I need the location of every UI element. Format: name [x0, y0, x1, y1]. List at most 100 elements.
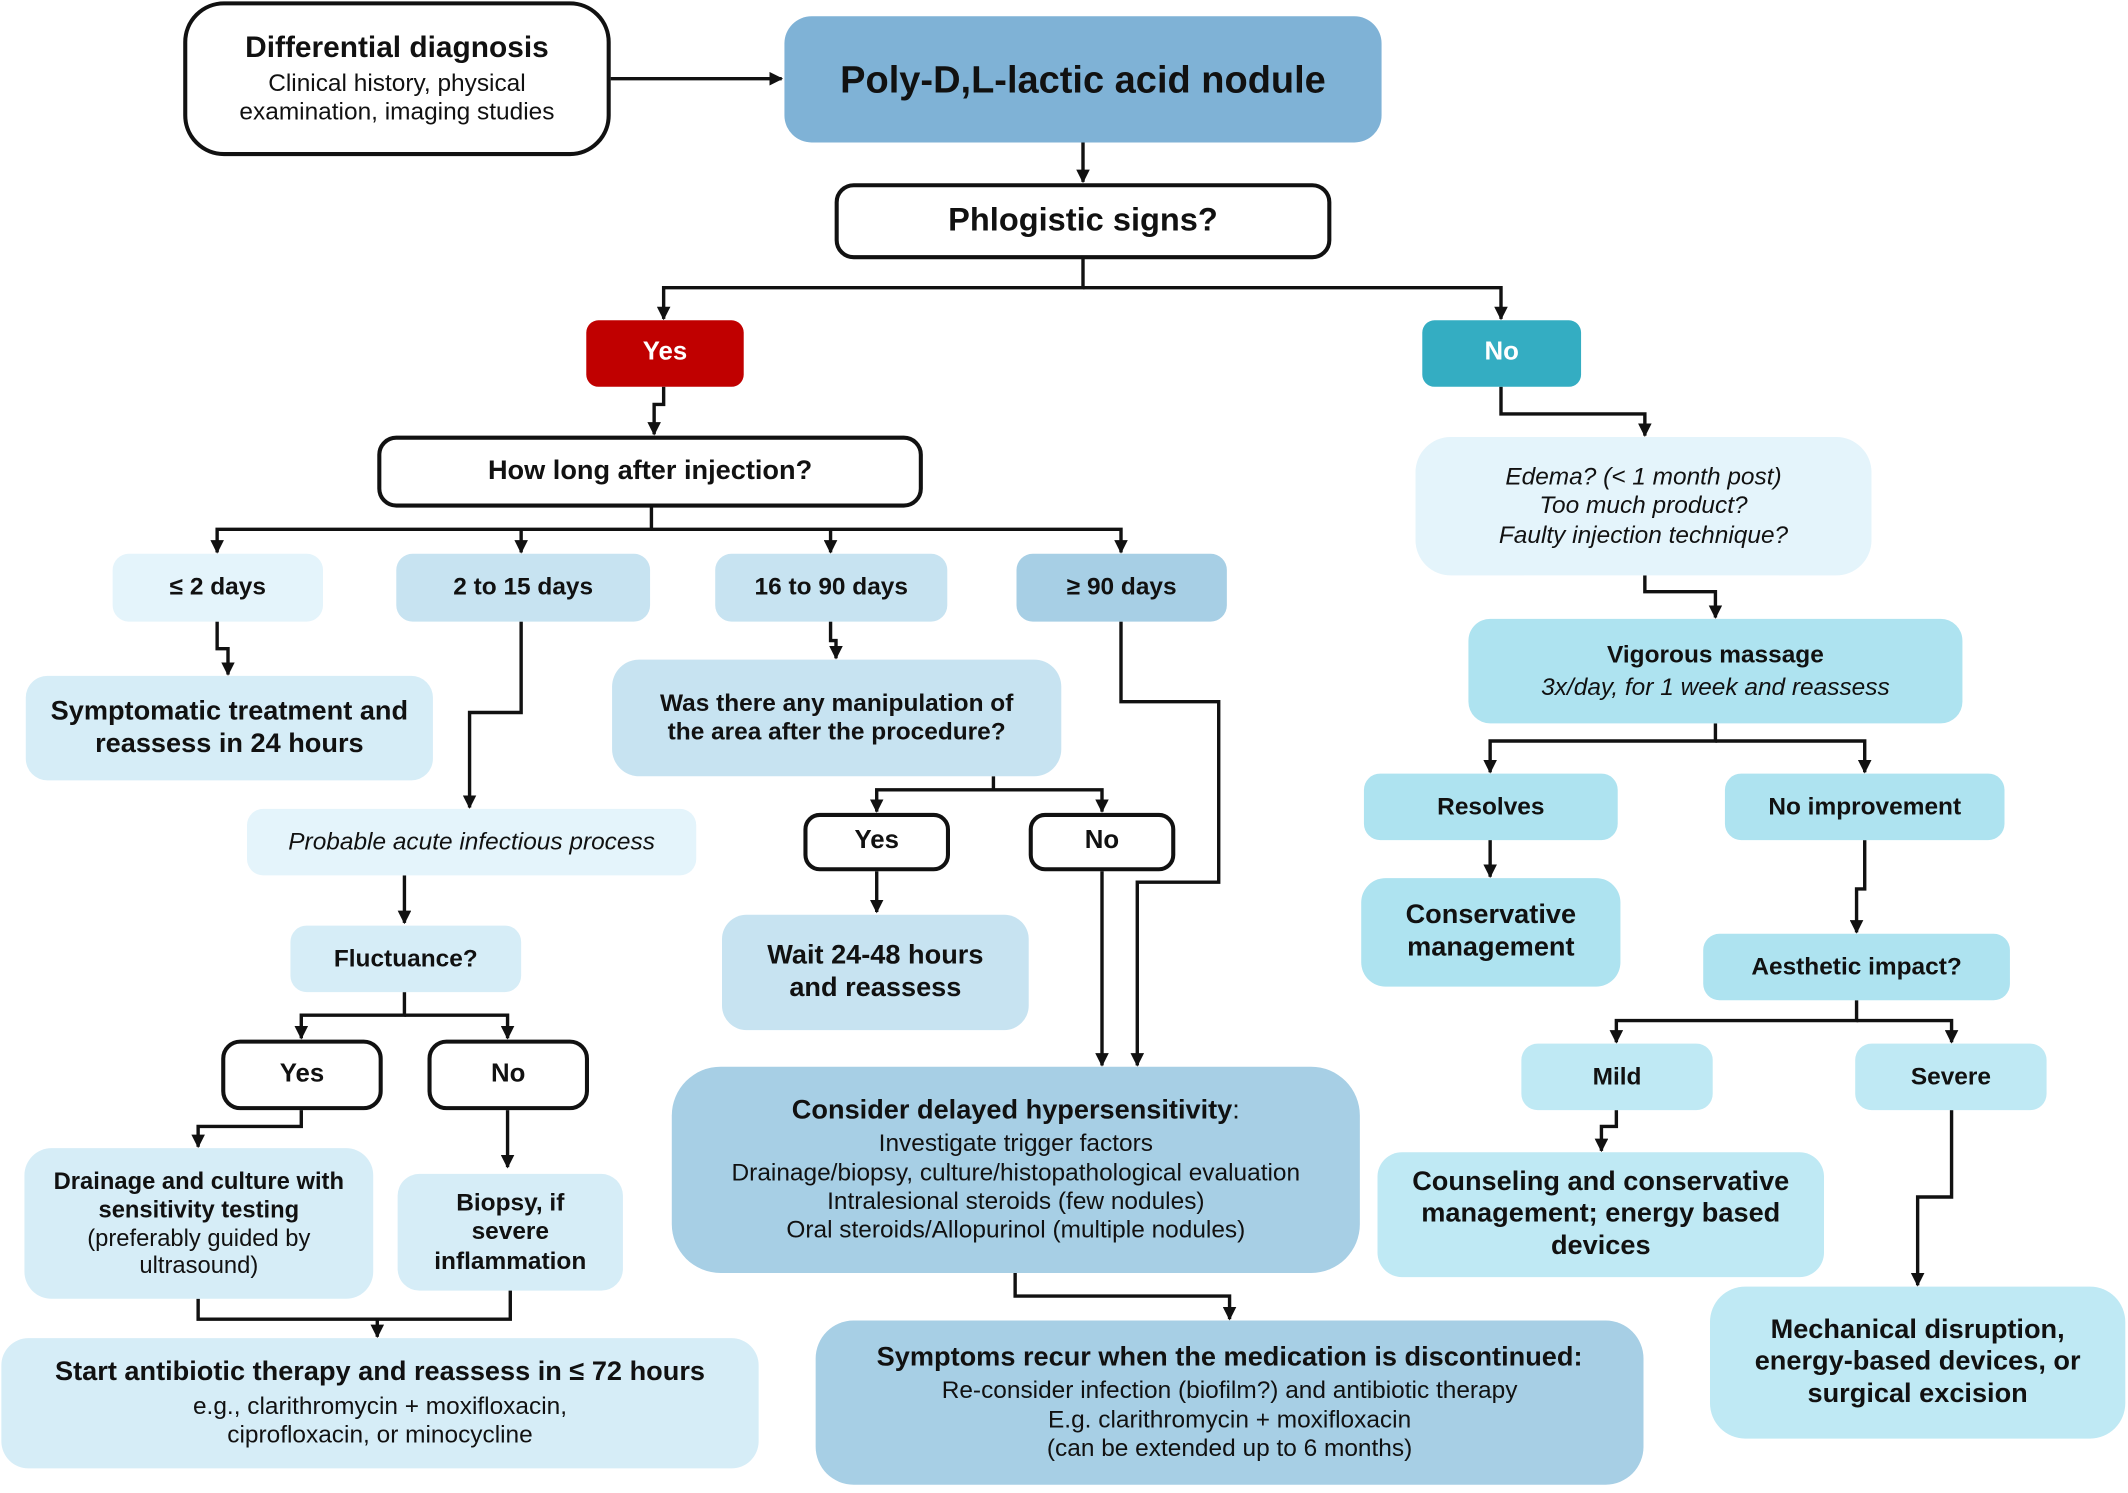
hypersensitivity-line1: Investigate trigger factors [878, 1129, 1153, 1157]
fluctuance-label: Fluctuance? [333, 944, 478, 972]
hypersensitivity-heading: Consider delayed hypersensitivity: [792, 1095, 1240, 1127]
antibiotic-title: Start antibiotic therapy and reassess in… [55, 1357, 705, 1387]
no-improvement-box: No improvement [1724, 773, 2005, 841]
drainage-culture-box: Drainage and culture with sensitivity te… [24, 1148, 374, 1299]
arrow-aesthetic-mild [1609, 1000, 1859, 1044]
manipulation-question-box: Was there any manipulation of the area a… [612, 659, 1062, 777]
hypersensitivity-line3: Intralesional steroids (few nodules) [827, 1187, 1205, 1215]
wait-reassess-text: Wait 24-48 hours and reassess [767, 940, 984, 1003]
phlogistic-signs-label: Phlogistic signs? [948, 202, 1218, 239]
wait-reassess-box: Wait 24-48 hours and reassess [722, 914, 1029, 1031]
no-label: No [1484, 338, 1519, 367]
arrow-fluct-yes [294, 992, 407, 1040]
manipulation-no-box: No [1028, 812, 1176, 872]
how-long-box: How long after injection? [377, 435, 923, 508]
conservative-management-box: Conservative management [1361, 878, 1621, 987]
arrow-to-yes [656, 257, 1085, 321]
arrow-yes-howlong [647, 386, 666, 436]
duration-16-90days-label: 16 to 90 days [754, 573, 908, 601]
arrow-to-2days [210, 506, 654, 554]
arrow-yes-drainage [191, 1110, 303, 1149]
arrow-massage-resolves [1483, 723, 1718, 774]
phlogistic-signs-box: Phlogistic signs? [834, 183, 1332, 260]
hypersensitivity-line4: Oral steroids/Allopurinol (multiple nodu… [786, 1216, 1246, 1244]
arrow-aesthetic-severe [1856, 1018, 1959, 1044]
edema-line3: Faulty injection technique? [1498, 520, 1789, 548]
counseling-box: Counseling and conservative management; … [1377, 1152, 1824, 1278]
drainage-culture-note: (preferably guided by ultrasound) [87, 1223, 311, 1279]
antibiotic-therapy-box: Start antibiotic therapy and reassess in… [1, 1338, 759, 1469]
conservative-management-text: Conservative management [1405, 900, 1577, 963]
manipulation-question-text: Was there any manipulation of the area a… [659, 689, 1014, 746]
yes-label: Yes [642, 338, 688, 367]
symptoms-recur-title: Symptoms recur when the medication is di… [876, 1342, 1583, 1372]
aesthetic-impact-box: Aesthetic impact? [1703, 933, 2010, 1001]
arrow-manip-yes [869, 776, 996, 813]
arrow-no-edema [1499, 386, 1652, 437]
arrow-massage-noimprovement [1715, 739, 1872, 774]
resolves-label: Resolves [1437, 792, 1545, 820]
delayed-hypersensitivity-box: Consider delayed hypersensitivity: Inves… [671, 1066, 1360, 1273]
drainage-culture-title: Drainage and culture with sensitivity te… [53, 1167, 344, 1223]
fluctuance-yes-label: Yes [279, 1059, 325, 1089]
vigorous-massage-title: Vigorous massage [1607, 640, 1824, 668]
probable-infection-text: Probable acute infectious process [288, 827, 655, 855]
yes-badge: Yes [586, 320, 744, 387]
arrow-to-no [1082, 286, 1508, 321]
no-badge: No [1422, 320, 1582, 387]
aesthetic-impact-label: Aesthetic impact? [1751, 952, 1962, 980]
differential-text: Clinical history, physical examination, … [239, 69, 555, 126]
edema-question-box: Edema? (< 1 month post) Too much product… [1415, 436, 1872, 576]
duration-90plus: ≥ 90 days [1016, 553, 1227, 622]
antibiotic-line2: ciprofloxacin, or minocycline [227, 1420, 533, 1448]
symptoms-recur-line2: E.g. clarithromycin + moxifloxacin [1047, 1405, 1412, 1433]
hypersensitivity-colon: : [1232, 1094, 1240, 1125]
severe-box: Severe [1855, 1043, 2047, 1111]
differential-diagnosis-box: Differential diagnosis Clinical history,… [183, 1, 611, 157]
symptoms-recur-line3: (can be extended up to 6 months) [1046, 1434, 1413, 1462]
arrow-2days-symptomatic [215, 621, 235, 676]
edema-line1: Edema? (< 1 month post) [1505, 462, 1782, 491]
duration-2-15days: 2 to 15 days [396, 553, 651, 622]
vigorous-massage-box: Vigorous massage 3x/day, for 1 week and … [1468, 618, 1963, 724]
arrow-hyper-recur [1013, 1272, 1237, 1321]
manipulation-yes-label: Yes [854, 826, 899, 856]
arrow-mild-counseling [1594, 1110, 1619, 1153]
fluctuance-box: Fluctuance? [290, 925, 522, 993]
antibiotic-line1: e.g., clarithromycin + moxifloxacin, [192, 1391, 568, 1419]
vigorous-massage-text: 3x/day, for 1 week and reassess [1541, 673, 1890, 701]
mild-box: Mild [1521, 1043, 1713, 1111]
arrow-edema-massage [1643, 575, 1723, 619]
mild-label: Mild [1592, 1062, 1642, 1090]
hypersensitivity-title: Consider delayed hypersensitivity [791, 1094, 1233, 1125]
differential-title: Differential diagnosis [245, 30, 549, 65]
fluctuance-no-label: No [491, 1059, 526, 1089]
counseling-text: Counseling and conservative management; … [1412, 1166, 1790, 1261]
duration-2days-label: ≤ 2 days [169, 573, 266, 601]
fluctuance-yes-box: Yes [221, 1039, 383, 1111]
symptomatic-treatment-box: Symptomatic treatment and reassess in 24… [25, 675, 433, 781]
severe-label: Severe [1910, 1062, 1991, 1090]
probable-infection-box: Probable acute infectious process [246, 808, 697, 876]
symptomatic-treatment-text: Symptomatic treatment and reassess in 24… [50, 696, 409, 758]
mechanical-disruption-box: Mechanical disruption, energy-based devi… [1709, 1286, 2126, 1439]
line-merge-antibiotic [196, 1289, 512, 1321]
how-long-label: How long after injection? [487, 455, 813, 486]
arrow-to-90plus [651, 527, 1128, 554]
arrow-manip-no [993, 788, 1109, 813]
arrow-fluct-no [404, 1013, 515, 1040]
manipulation-no-label: No [1084, 826, 1120, 856]
fluctuance-no-box: No [427, 1039, 589, 1111]
biopsy-box: Biopsy, if severe inflammation [397, 1173, 623, 1291]
arrow-severe-mechanical [1910, 1110, 1954, 1287]
arrow-90plus-hypersensitivity [1119, 621, 1221, 1067]
arrow-2-15-probable [462, 621, 523, 809]
arrow-noimprovement-aesthetic [1849, 840, 1867, 934]
main-title: Poly-D,L-lactic acid nodule [840, 58, 1326, 101]
duration-90plus-label: ≥ 90 days [1066, 573, 1177, 601]
biopsy-text: Biopsy, if severe inflammation [434, 1189, 587, 1274]
edema-line2: Too much product? [1539, 491, 1748, 519]
mechanical-disruption-text: Mechanical disruption, energy-based devi… [1754, 1314, 2081, 1409]
symptoms-recur-box: Symptoms recur when the medication is di… [815, 1320, 1644, 1485]
